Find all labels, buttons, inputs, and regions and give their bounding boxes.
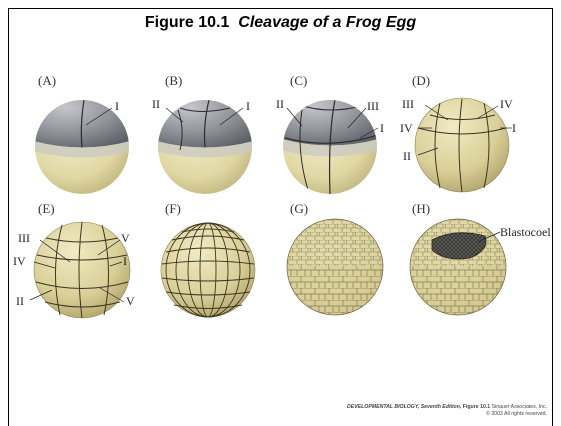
panel-d-label: (D) (412, 73, 430, 88)
furrow-label-e-1: I (123, 254, 127, 268)
panel-b-label: (B) (165, 73, 182, 88)
panel-a-label: (A) (38, 73, 56, 88)
furrow-label-d-3: III (402, 97, 414, 111)
furrow-label-a-1: I (115, 99, 119, 113)
footer-publisher: Sinauer Associates, Inc. (492, 404, 547, 410)
panel-a: (A) I (30, 73, 134, 194)
panel-c: (C) II III I (276, 73, 384, 194)
footer-figref: Figure 10.1 (463, 404, 490, 410)
furrow-label-e-2: II (16, 294, 24, 308)
egg-b (153, 90, 257, 194)
panel-f: (F) (161, 201, 255, 317)
footer-book: DEVELOPMENTAL BIOLOGY, Seventh Edition, (347, 404, 461, 410)
furrow-label-e-3: III (18, 231, 30, 245)
blastocoel-label: Blastocoel (500, 225, 551, 239)
figure-footer: DEVELOPMENTAL BIOLOGY, Seventh Edition, … (347, 404, 547, 417)
furrow-label-e-4: IV (13, 254, 26, 268)
footer-copyright: © 2003 All rights reserved. (347, 411, 547, 418)
furrow-label-e-5a: V (121, 231, 130, 245)
egg-f (161, 223, 255, 317)
egg-g (285, 218, 385, 318)
furrow-label-d-1: I (512, 121, 516, 135)
furrow-label-d-2: II (403, 149, 411, 163)
furrow-label-c-2: II (276, 97, 284, 111)
panel-e: (E) III V IV I II V (13, 201, 135, 318)
furrow-label-d-4b: IV (400, 121, 413, 135)
panel-d: (D) III IV IV I II (400, 73, 516, 192)
panel-g: (G) (285, 201, 385, 318)
furrow-label-c-3: III (367, 99, 379, 113)
furrow-label-e-5b: V (126, 294, 135, 308)
panel-c-label: (C) (290, 73, 307, 88)
panel-h-label: (H) (412, 201, 430, 216)
panel-f-label: (F) (165, 201, 181, 216)
panel-b: (B) II I (152, 73, 257, 194)
furrow-label-c-1: I (380, 121, 384, 135)
panel-e-label: (E) (38, 201, 55, 216)
panel-g-label: (G) (290, 201, 308, 216)
panel-h: (H) Blastocoel (408, 201, 551, 318)
egg-d (415, 98, 509, 192)
furrow-label-b-2: II (152, 97, 160, 111)
egg-h (408, 218, 508, 318)
furrow-label-b-1: I (246, 99, 250, 113)
furrow-label-d-4a: IV (500, 97, 513, 111)
